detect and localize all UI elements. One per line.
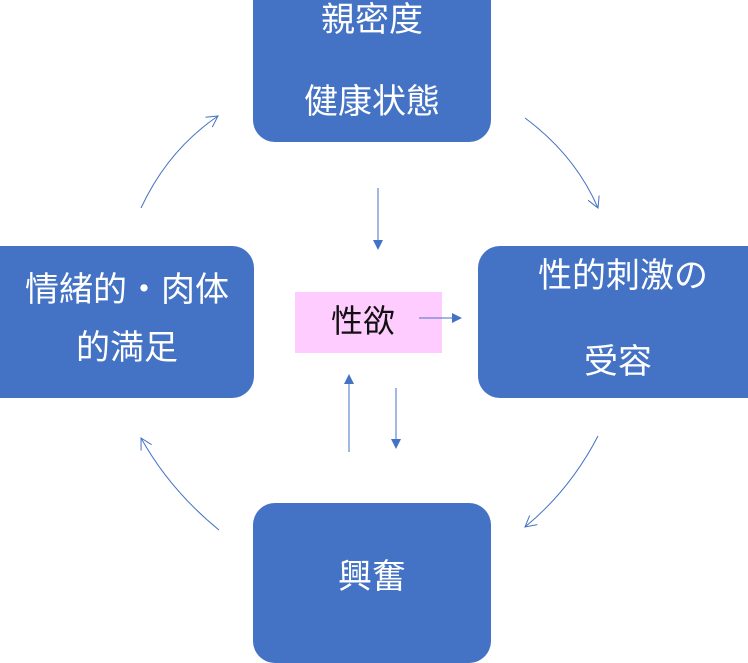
node-intimacy-health: 親密度 健康状態 — [253, 0, 491, 142]
node-sexual-desire: 性欲 — [295, 292, 442, 353]
node-sexual-stimulus-acceptance-line-1: 性的刺激の — [538, 256, 708, 296]
arrow-left-to-top — [140, 115, 219, 209]
node-intimacy-health-line-2: 健康状態 — [304, 82, 440, 122]
node-emotional-physical-satisfaction-line-1: 情緒的・肉体 — [25, 270, 229, 310]
node-emotional-physical-satisfaction: 情緒的・肉体 的満足 — [0, 246, 254, 398]
arrow-right-to-bottom — [524, 435, 599, 528]
arrow-bottom-to-left — [140, 437, 220, 531]
node-emotional-physical-satisfaction-line-2: 的満足 — [76, 328, 178, 368]
node-sexual-desire-label: 性欲 — [331, 302, 396, 340]
arrow-top-to-right — [524, 117, 600, 209]
node-arousal: 興奮 — [253, 503, 491, 663]
node-intimacy-health-line-1: 親密度 — [321, 0, 423, 40]
node-sexual-stimulus-acceptance-line-2: 受容 — [584, 342, 652, 382]
node-sexual-stimulus-acceptance: 性的刺激の 受容 — [478, 246, 748, 398]
node-arousal-label: 興奮 — [338, 557, 406, 597]
